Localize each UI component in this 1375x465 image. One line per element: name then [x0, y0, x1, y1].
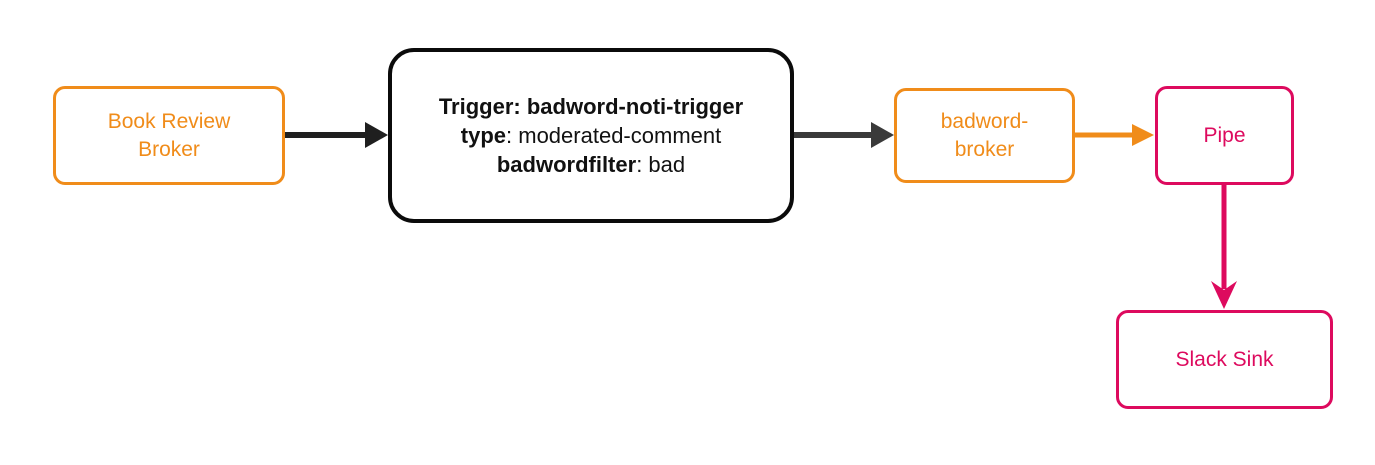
node-slack-sink[interactable]: Slack Sink — [1116, 310, 1333, 409]
node-pipe-label: Pipe — [1203, 123, 1246, 147]
node-book-review-broker[interactable]: Book Review Broker — [53, 86, 285, 185]
node-trigger-line-3-key: badwordfilter — [496, 152, 637, 178]
edge-trigger-to-badword-broker — [793, 122, 894, 148]
edge-book-review-broker-to-trigger — [285, 122, 388, 148]
node-pipe[interactable]: Pipe — [1155, 86, 1294, 185]
node-book-review-broker-label: Book Review Broker — [107, 109, 231, 161]
node-trigger-line-1: Trigger: badword-noti-trigger — [439, 92, 743, 121]
node-trigger-line-1-key: Trigger: — [438, 93, 521, 119]
node-trigger[interactable]: Trigger: badword-noti-trigger type: mode… — [388, 48, 794, 223]
node-trigger-line-2: type: moderated-comment — [461, 121, 721, 150]
node-trigger-line-2-key: type — [460, 122, 507, 148]
edge-badword-broker-to-pipe — [1074, 124, 1154, 146]
node-trigger-line-3: badwordfilter: bad — [497, 150, 685, 179]
node-badword-broker-label: badword- broker — [940, 109, 1029, 161]
node-trigger-line-2-value: moderated-comment — [518, 122, 722, 148]
node-trigger-line-1-value: badword-noti-trigger — [526, 93, 744, 119]
node-trigger-line-3-value: bad — [648, 152, 686, 178]
node-trigger-line-3-separator: : — [636, 152, 649, 178]
node-trigger-line-2-separator: : — [506, 122, 519, 148]
node-badword-broker[interactable]: badword- broker — [894, 88, 1075, 183]
node-slack-sink-label: Slack Sink — [1175, 347, 1274, 371]
edge-pipe-to-slack-sink — [1211, 185, 1237, 309]
